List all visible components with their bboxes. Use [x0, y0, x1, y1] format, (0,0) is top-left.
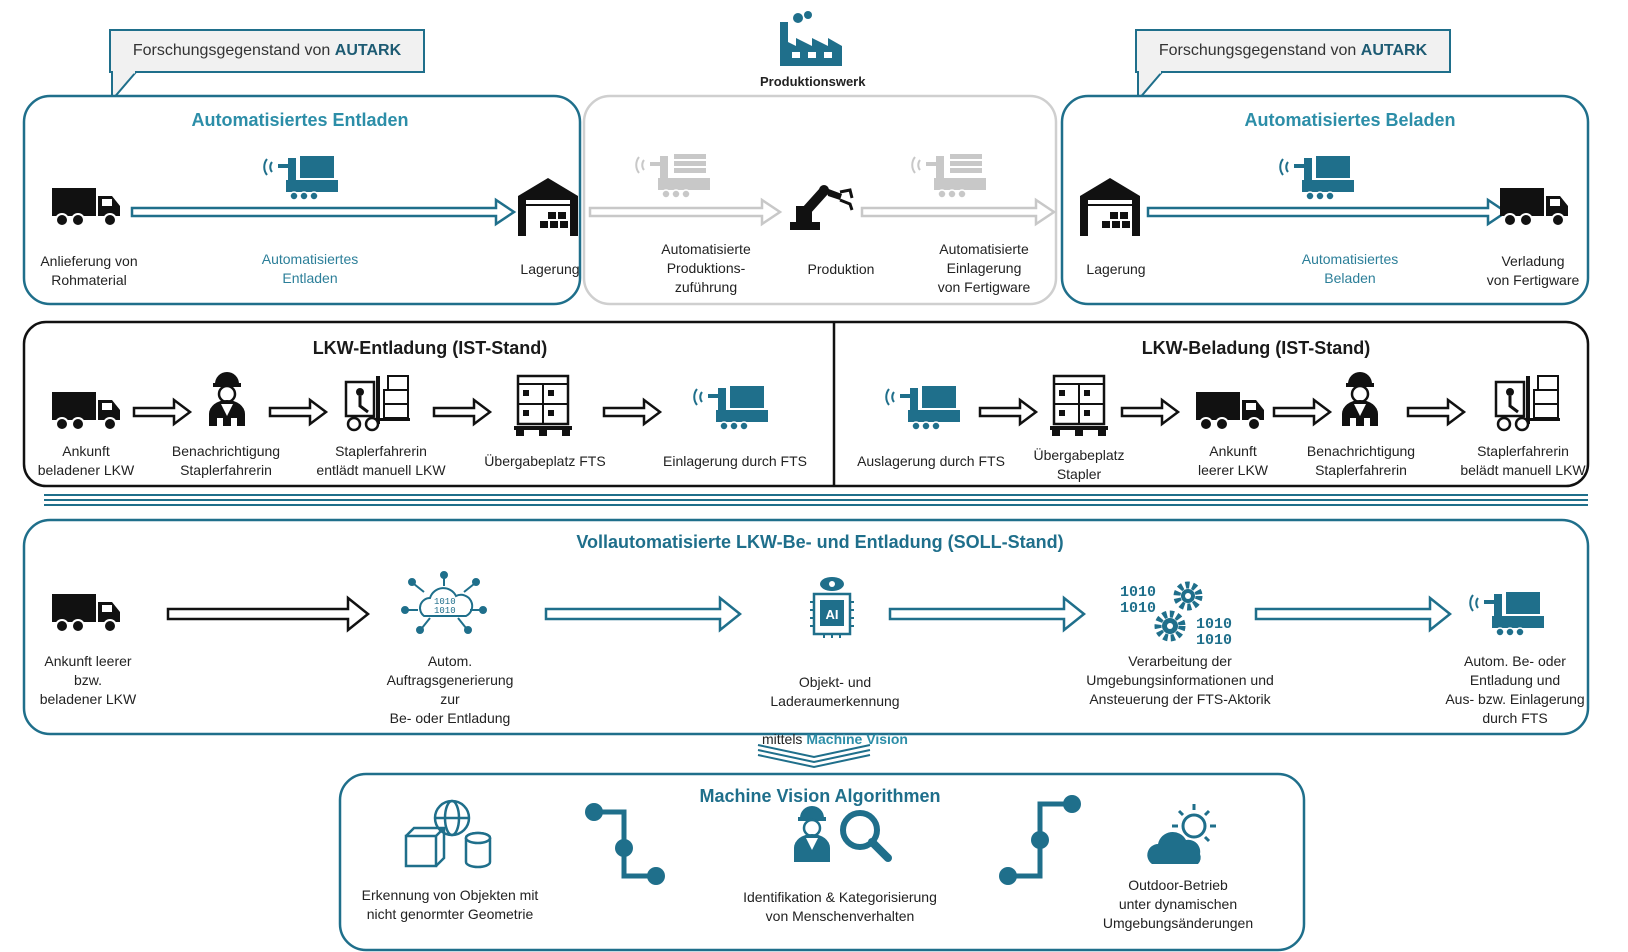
top-left-end-label: Lagerung: [520, 261, 580, 277]
soll-step-3-emph: Machine Vision: [806, 731, 908, 747]
ist-load-step-1: Auslagerung durch FTS: [857, 453, 1005, 469]
ist-unload-step-2: Benachrichtigung Staplerfahrerin: [171, 443, 281, 478]
pallet-icon: [1048, 374, 1110, 438]
cloud-network-icon: 1010 1010: [401, 571, 487, 634]
svg-text:1010: 1010: [1120, 584, 1156, 601]
top-left-middle-label: Automatisiertes Entladen: [261, 251, 359, 286]
callout-right-emph: AUTARK: [1360, 42, 1428, 59]
svg-text:1010: 1010: [1196, 632, 1232, 649]
svg-text:1010: 1010: [434, 597, 456, 607]
soll-step-4: Verarbeitung der Umgebungsinformationen …: [1086, 653, 1274, 707]
gears-data-icon: 1010 1010 1010 1010: [1120, 581, 1232, 649]
ist-load-step-5: Staplerfahrerin belädt manuell LKW: [1460, 443, 1586, 478]
mv-item-2: Identifikation & Kategorisierung von Men…: [743, 889, 937, 924]
flow-arrow: [588, 197, 783, 227]
weather-icon: [1147, 804, 1216, 864]
ist-load-step-2: Übergabeplatz Stapler: [1033, 447, 1125, 482]
svg-text:1010: 1010: [1120, 600, 1156, 617]
soll-step-3: Objekt- und Laderaumerkennung mittels Ma…: [740, 654, 930, 749]
section-divider: [44, 494, 1588, 506]
connector-icon: [585, 803, 665, 885]
top-right-start-label: Lagerung: [1086, 261, 1146, 277]
pallet-icon: [512, 374, 574, 438]
soll-step-3-prefix: mittels: [761, 731, 807, 747]
callout-left-emph: AUTARK: [334, 42, 402, 59]
chevron-down-icon: [757, 744, 871, 769]
top-left-title: Automatisiertes Entladen: [191, 110, 409, 130]
soll-step-5: Autom. Be- oder Entladung und Aus- bzw. …: [1445, 653, 1585, 726]
callout-left-box: [109, 29, 425, 103]
shapes-3d-icon: [404, 799, 492, 869]
person-search-icon: [794, 806, 892, 862]
top-left-start-label: Anlieferung von Rohmaterial: [40, 253, 138, 288]
ist-unload-step-4: Übergabeplatz FTS: [484, 453, 606, 469]
ist-unload-step-1: Ankunft beladener LKW: [37, 443, 135, 478]
factory-label: Produktionswerk: [760, 74, 866, 89]
robot-arm-icon: [790, 185, 854, 230]
mv-item-1: Erkennung von Objekten mit nicht genormt…: [361, 887, 539, 922]
ai-chip-label: AI: [826, 607, 839, 622]
ist-load-step-3: Ankunft leerer LKW: [1197, 443, 1269, 478]
flow-arrow: [166, 595, 371, 633]
svg-text:1010: 1010: [1196, 616, 1232, 633]
connector-icon: [999, 795, 1081, 885]
callout-left: Forschungsgegenstand von AUTARK: [110, 31, 424, 71]
flow-arrow: [1146, 197, 1509, 227]
ist-panel: [22, 320, 1590, 488]
callout-right-prefix: Forschungsgegenstand von: [1158, 42, 1361, 59]
ist-unload-step-3: Staplerfahrerin entlädt manuell LKW: [316, 443, 446, 478]
flow-arrow: [860, 197, 1057, 227]
ist-load-title: LKW-Beladung (IST-Stand): [1141, 338, 1371, 358]
top-right-panel: [1060, 94, 1590, 306]
soll-step-2: Autom. Auftragsgenerierung zur Be- oder …: [386, 653, 514, 726]
top-center-step1-label: Automatisierte Produktions- zuführung: [661, 241, 751, 295]
top-right-end-label: Verladung von Fertigware: [1486, 253, 1580, 288]
top-right-title: Automatisiertes Beladen: [1244, 110, 1456, 130]
soll-step-1: Ankunft leerer bzw. beladener LKW: [39, 653, 137, 707]
mv-title: Machine Vision Algorithmen: [699, 786, 941, 806]
callout-right: Forschungsgegenstand von AUTARK: [1136, 31, 1450, 71]
callout-left-prefix: Forschungsgegenstand von: [132, 42, 335, 59]
ist-unload-title: LKW-Entladung (IST-Stand): [312, 338, 548, 358]
top-center-step3-label: Automatisierte Einlagerung von Fertigwar…: [937, 241, 1031, 295]
soll-panel: [22, 518, 1590, 736]
ist-load-step-4: Benachrichtigung Staplerfahrerin: [1306, 443, 1416, 478]
soll-step-3-main: Objekt- und Laderaumerkennung: [770, 674, 900, 709]
top-right-middle-label: Automatisiertes Beladen: [1301, 251, 1399, 286]
flow-arrow: [130, 197, 517, 227]
ist-unload-step-5: Einlagerung durch FTS: [663, 453, 807, 469]
soll-title: Vollautomatisierte LKW-Be- und Entladung…: [576, 532, 1064, 552]
svg-text:1010: 1010: [434, 606, 456, 616]
ai-chip-icon: AI: [810, 577, 854, 638]
factory-icon: [780, 11, 842, 66]
top-center-step2-label: Produktion: [807, 261, 875, 277]
mv-item-3: Outdoor-Betrieb unter dynamischen Umgebu…: [1102, 877, 1254, 931]
